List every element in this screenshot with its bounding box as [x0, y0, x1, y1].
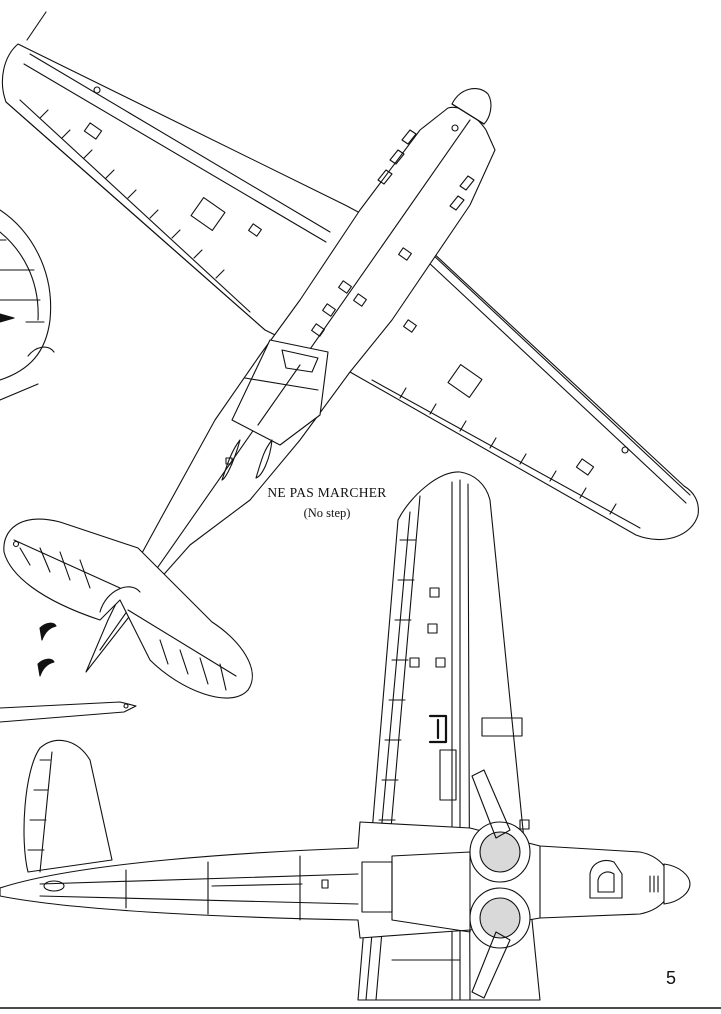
propeller-blade-side [0, 702, 136, 722]
right-flap-ribs [400, 388, 616, 514]
side-spinner [664, 864, 690, 904]
lower-aileron-ribs [379, 540, 416, 820]
no-step-text-fr: NE PAS MARCHER [267, 485, 387, 500]
partial-side-view-left [0, 210, 136, 722]
spinner [452, 89, 491, 124]
left-flap-ribs [40, 110, 224, 278]
page-number: 5 [666, 968, 677, 988]
cockpit-canopy [232, 340, 328, 445]
exhaust-stubs [378, 130, 474, 210]
top-view-plan [2, 12, 698, 698]
pitot-tube [27, 12, 46, 40]
side-view-fuselage [0, 740, 690, 998]
tail-fin [24, 740, 112, 872]
no-step-text-en: (No step) [303, 506, 351, 520]
no-step-annotation: NE PAS MARCHER (No step) [262, 483, 392, 523]
air-intake-grille [650, 876, 658, 892]
